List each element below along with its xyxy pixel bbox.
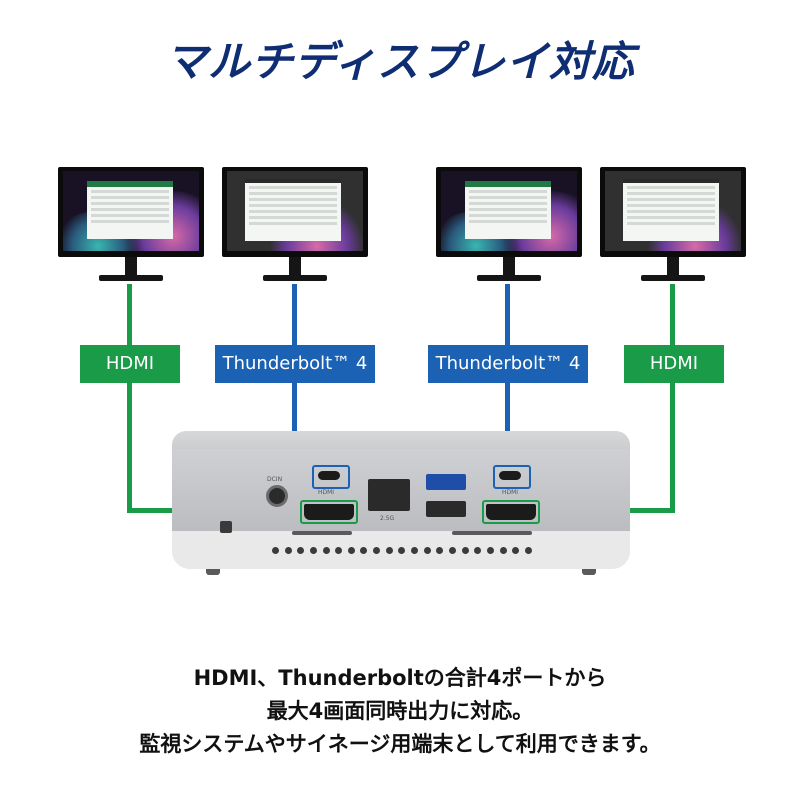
- monitor-4: [600, 167, 746, 281]
- hdmi-left-highlight: [300, 500, 358, 524]
- page-title: マルチディスプレイ対応: [164, 37, 636, 86]
- hdmi-left-label: HDMI: [80, 345, 180, 383]
- hdmi-right-label: HDMI: [624, 345, 724, 383]
- monitor-1: [58, 167, 204, 281]
- vent-holes: [272, 547, 532, 555]
- mini-pc: DCIN HDMI 2.5G HDMI: [172, 431, 630, 575]
- description-line-2: 最大4画面同時出力に対応。: [266, 699, 534, 723]
- monitor-3: [436, 167, 582, 281]
- usb-a-port-bottom: [426, 501, 466, 517]
- vent-slot-left: [292, 531, 352, 535]
- description-line-3: 監視システムやサイネージ用端末として利用できます。: [139, 732, 661, 756]
- hdmi-left-port-text: HDMI: [318, 489, 335, 496]
- thunderbolt-left-label: Thunderbolt™ 4: [215, 345, 375, 383]
- lan-speed-label: 2.5G: [380, 515, 395, 522]
- security-lock-icon: [220, 521, 232, 533]
- hdmi-right-port: [486, 504, 536, 520]
- thunderbolt-right-highlight: [493, 465, 531, 489]
- hdmi-right-cable-vertical: [670, 284, 675, 512]
- ethernet-port: [368, 479, 410, 511]
- thunderbolt-left-port: [318, 471, 340, 480]
- hdmi-right-highlight: [482, 500, 540, 524]
- hdmi-right-port-text: HDMI: [502, 489, 519, 496]
- vent-slot-right: [452, 531, 532, 535]
- description-line-1: HDMI、Thunderboltの合計4ポートから: [193, 666, 607, 690]
- hdmi-left-cable-vertical: [127, 284, 132, 512]
- hdmi-left-port: [304, 504, 354, 520]
- foot-left: [206, 569, 220, 575]
- usb-a-port-top: [426, 474, 466, 490]
- thunderbolt-right-label: Thunderbolt™ 4: [428, 345, 588, 383]
- dc-power-port: [266, 485, 288, 507]
- thunderbolt-right-port: [499, 471, 521, 480]
- monitor-2: [222, 167, 368, 281]
- foot-right: [582, 569, 596, 575]
- dcin-label: DCIN: [267, 476, 283, 483]
- thunderbolt-left-highlight: [312, 465, 350, 489]
